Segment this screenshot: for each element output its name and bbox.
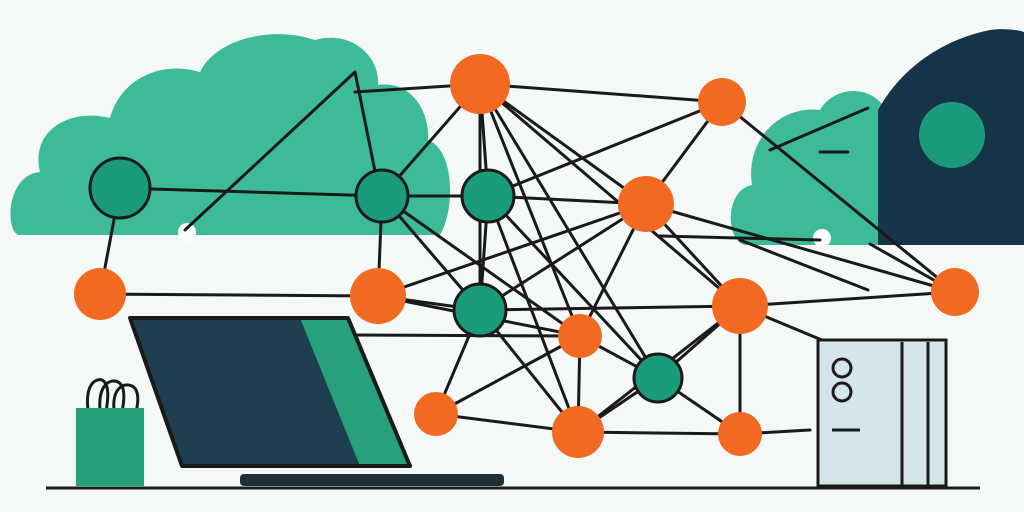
orange-node-icon	[618, 176, 674, 232]
orange-node-icon	[718, 412, 762, 456]
orange-node-icon	[450, 54, 510, 114]
network-edge	[478, 304, 742, 312]
cloud-dot	[178, 223, 196, 241]
network-edge	[346, 333, 582, 338]
cloud-dot	[813, 229, 831, 247]
orange-node-icon	[552, 406, 604, 458]
teal-node-icon	[354, 168, 410, 224]
network-edge	[486, 100, 724, 198]
teal-node-icon	[460, 168, 516, 224]
orange-node-icon	[698, 78, 746, 126]
network-edge	[98, 292, 380, 298]
orange-node-icon	[350, 268, 406, 324]
orange-node-icon	[414, 392, 458, 436]
orange-node-icon	[558, 314, 602, 358]
network-edge	[380, 194, 582, 338]
network-edge	[738, 290, 957, 308]
network-edge	[658, 234, 822, 242]
network-edge	[478, 82, 582, 338]
network-edge	[644, 202, 957, 294]
network-edge	[576, 430, 742, 436]
teal-node-icon	[452, 282, 508, 338]
network-edge	[434, 334, 582, 416]
network-edge	[478, 202, 648, 312]
network-edge	[478, 82, 742, 308]
orange-node-icon	[74, 268, 126, 320]
paperclip-cup-icon	[76, 378, 144, 486]
door-icon	[816, 338, 948, 488]
laptop-icon	[128, 316, 504, 486]
network-edge	[478, 82, 724, 104]
teal-node-icon	[632, 352, 684, 404]
navy-inner-node	[919, 102, 985, 168]
teal-node-icon	[88, 156, 152, 220]
network-edge	[183, 70, 357, 232]
network-nodes	[74, 54, 979, 458]
network-edge	[768, 106, 870, 152]
orange-node-icon	[712, 278, 768, 334]
network-edge	[478, 82, 648, 206]
network-edge	[376, 202, 648, 298]
network-edge	[738, 238, 870, 292]
orange-node-icon	[931, 268, 979, 316]
network-edge	[486, 194, 660, 380]
network-edge	[118, 186, 384, 198]
network-edge	[720, 100, 957, 294]
network-edge	[486, 194, 580, 434]
